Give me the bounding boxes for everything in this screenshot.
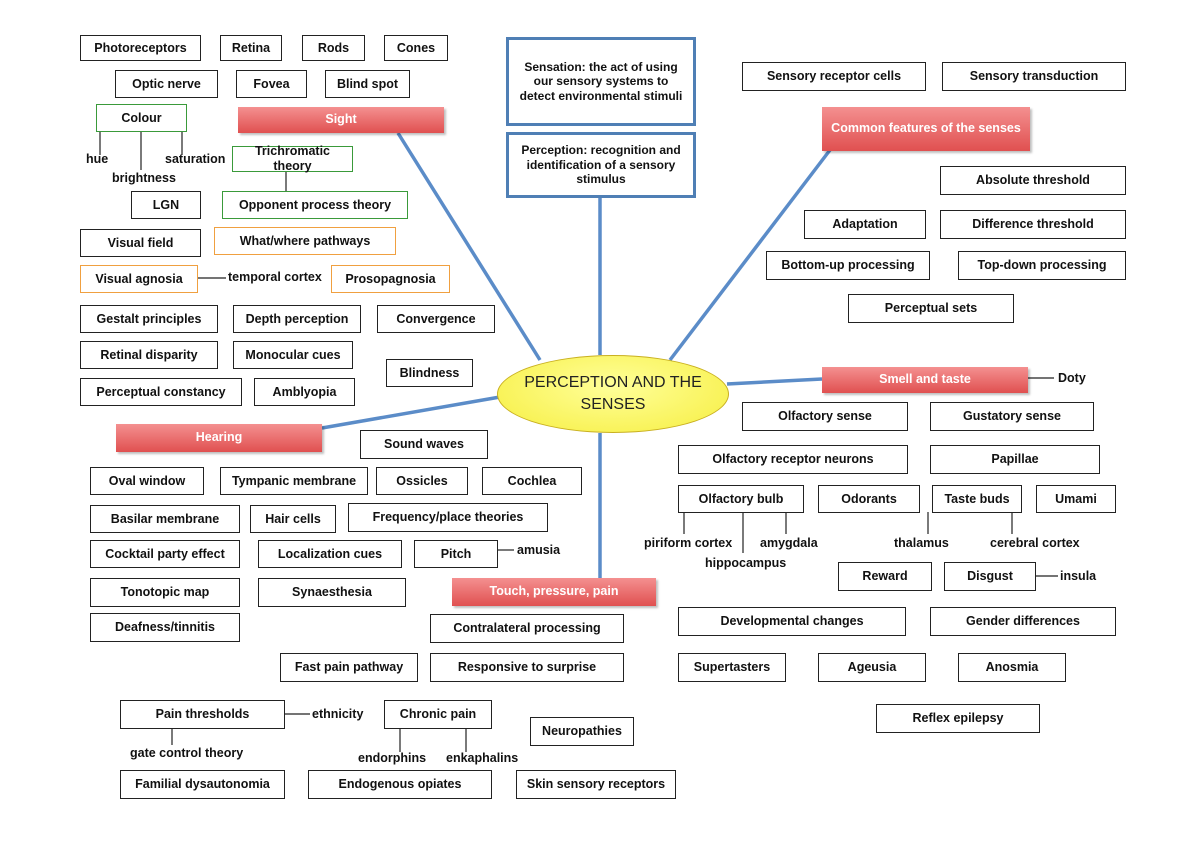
concept-umami: Umami xyxy=(1036,485,1116,513)
concept-amblyopia: Amblyopia xyxy=(254,378,355,406)
center-topic: PERCEPTION AND THE SENSES xyxy=(497,355,729,433)
concept-cochlea: Cochlea xyxy=(482,467,582,495)
concept-oval-window: Oval window xyxy=(90,467,204,495)
concept-deafness-tinnitis: Deafness/tinnitis xyxy=(90,613,240,642)
concept-what-where-pathways: What/where pathways xyxy=(214,227,396,255)
category-sight: Sight xyxy=(238,107,444,133)
concept-responsive-to-surprise: Responsive to surprise xyxy=(430,653,624,682)
label-endorphins: endorphins xyxy=(358,751,427,765)
concept-sound-waves: Sound waves xyxy=(360,430,488,459)
concept-cones: Cones xyxy=(384,35,448,61)
label-saturation: saturation xyxy=(165,152,226,166)
label-cerebral-cortex: cerebral cortex xyxy=(990,536,1080,550)
concept-frequency-place-theories: Frequency/place theories xyxy=(348,503,548,532)
concept-prosopagnosia: Prosopagnosia xyxy=(331,265,450,293)
concept-hair-cells: Hair cells xyxy=(250,505,336,533)
concept-absolute-threshold: Absolute threshold xyxy=(940,166,1126,195)
category-common-features: Common features of the senses xyxy=(822,107,1030,151)
concept-perceptual-sets: Perceptual sets xyxy=(848,294,1014,323)
concept-chronic-pain: Chronic pain xyxy=(384,700,492,729)
perception-definition: Perception: recognition and identificati… xyxy=(506,132,696,198)
concept-fovea: Fovea xyxy=(236,70,307,98)
concept-convergence: Convergence xyxy=(377,305,495,333)
concept-skin-sensory-receptors: Skin sensory receptors xyxy=(516,770,676,799)
category-touch-pressure-pain: Touch, pressure, pain xyxy=(452,578,656,606)
concept-opponent-process-theory: Opponent process theory xyxy=(222,191,408,219)
label-doty: Doty xyxy=(1058,371,1086,385)
concept-perceptual-constancy: Perceptual constancy xyxy=(80,378,242,406)
label-gate-control-theory: gate control theory xyxy=(130,746,244,760)
concept-reward: Reward xyxy=(838,562,932,591)
concept-taste-buds: Taste buds xyxy=(932,485,1022,513)
label-temporal-cortex: temporal cortex xyxy=(228,270,322,284)
concept-anosmia: Anosmia xyxy=(958,653,1066,682)
concept-olfactory-sense: Olfactory sense xyxy=(742,402,908,431)
concept-tonotopic-map: Tonotopic map xyxy=(90,578,240,607)
concept-top-down-processing: Top-down processing xyxy=(958,251,1126,280)
concept-pitch: Pitch xyxy=(414,540,498,568)
concept-supertasters: Supertasters xyxy=(678,653,786,682)
sensation-definition: Sensation: the act of using our sensory … xyxy=(506,37,696,126)
label-insula: insula xyxy=(1060,569,1097,583)
concept-olfactory-receptor-neurons: Olfactory receptor neurons xyxy=(678,445,908,474)
concept-neuropathies: Neuropathies xyxy=(530,717,634,746)
concept-retina: Retina xyxy=(220,35,282,61)
concept-localization-cues: Localization cues xyxy=(258,540,402,568)
label-thalamus: thalamus xyxy=(894,536,949,550)
category-hearing: Hearing xyxy=(116,424,322,452)
concept-ossicles: Ossicles xyxy=(376,467,468,495)
concept-gustatory-sense: Gustatory sense xyxy=(930,402,1094,431)
concept-bottom-up-processing: Bottom-up processing xyxy=(766,251,930,280)
concept-adaptation: Adaptation xyxy=(804,210,926,239)
concept-reflex-epilepsy: Reflex epilepsy xyxy=(876,704,1040,733)
concept-blindness: Blindness xyxy=(386,359,473,387)
concept-developmental-changes: Developmental changes xyxy=(678,607,906,636)
concept-papillae: Papillae xyxy=(930,445,1100,474)
concept-photoreceptors: Photoreceptors xyxy=(80,35,201,61)
label-hue: hue xyxy=(86,152,109,166)
concept-rods: Rods xyxy=(302,35,365,61)
concept-trichromatic-theory: Trichromatic theory xyxy=(232,144,353,173)
label-brightness: brightness xyxy=(112,171,176,185)
concept-synaesthesia: Synaesthesia xyxy=(258,578,406,607)
concept-tympanic-membrane: Tympanic membrane xyxy=(220,467,368,495)
concept-blind-spot: Blind spot xyxy=(325,70,410,98)
concept-colour: Colour xyxy=(96,104,187,132)
concept-cocktail-party-effect: Cocktail party effect xyxy=(90,540,240,568)
label-enkaphalins: enkaphalins xyxy=(446,751,519,765)
concept-basilar-membrane: Basilar membrane xyxy=(90,505,240,533)
concept-disgust: Disgust xyxy=(944,562,1036,591)
concept-retinal-disparity: Retinal disparity xyxy=(80,341,218,369)
label-amusia: amusia xyxy=(517,543,561,557)
concept-depth-perception: Depth perception xyxy=(233,305,361,333)
concept-familial-dysautonomia: Familial dysautonomia xyxy=(120,770,285,799)
concept-difference-threshold: Difference threshold xyxy=(940,210,1126,239)
concept-pain-thresholds: Pain thresholds xyxy=(120,700,285,729)
label-piriform-cortex: piriform cortex xyxy=(644,536,733,550)
concept-sensory-transduction: Sensory transduction xyxy=(942,62,1126,91)
spoke-smell-taste xyxy=(726,377,823,386)
concept-gender-differences: Gender differences xyxy=(930,607,1116,636)
concept-optic-nerve: Optic nerve xyxy=(115,70,218,98)
concept-visual-field: Visual field xyxy=(80,229,201,257)
concept-visual-agnosia: Visual agnosia xyxy=(80,265,198,293)
concept-endogenous-opiates: Endogenous opiates xyxy=(308,770,492,799)
concept-sensory-receptor-cells: Sensory receptor cells xyxy=(742,62,926,91)
concept-lgn: LGN xyxy=(131,191,201,219)
label-hippocampus: hippocampus xyxy=(705,556,787,570)
label-amygdala: amygdala xyxy=(760,536,818,550)
concept-monocular-cues: Monocular cues xyxy=(233,341,353,369)
label-ethnicity: ethnicity xyxy=(312,707,364,721)
category-smell-taste: Smell and taste xyxy=(822,367,1028,393)
concept-contralateral-processing: Contralateral processing xyxy=(430,614,624,643)
concept-gestalt-principles: Gestalt principles xyxy=(80,305,218,333)
concept-olfactory-bulb: Olfactory bulb xyxy=(678,485,804,513)
concept-fast-pain-pathway: Fast pain pathway xyxy=(280,653,418,682)
concept-ageusia: Ageusia xyxy=(818,653,926,682)
concept-odorants: Odorants xyxy=(818,485,920,513)
